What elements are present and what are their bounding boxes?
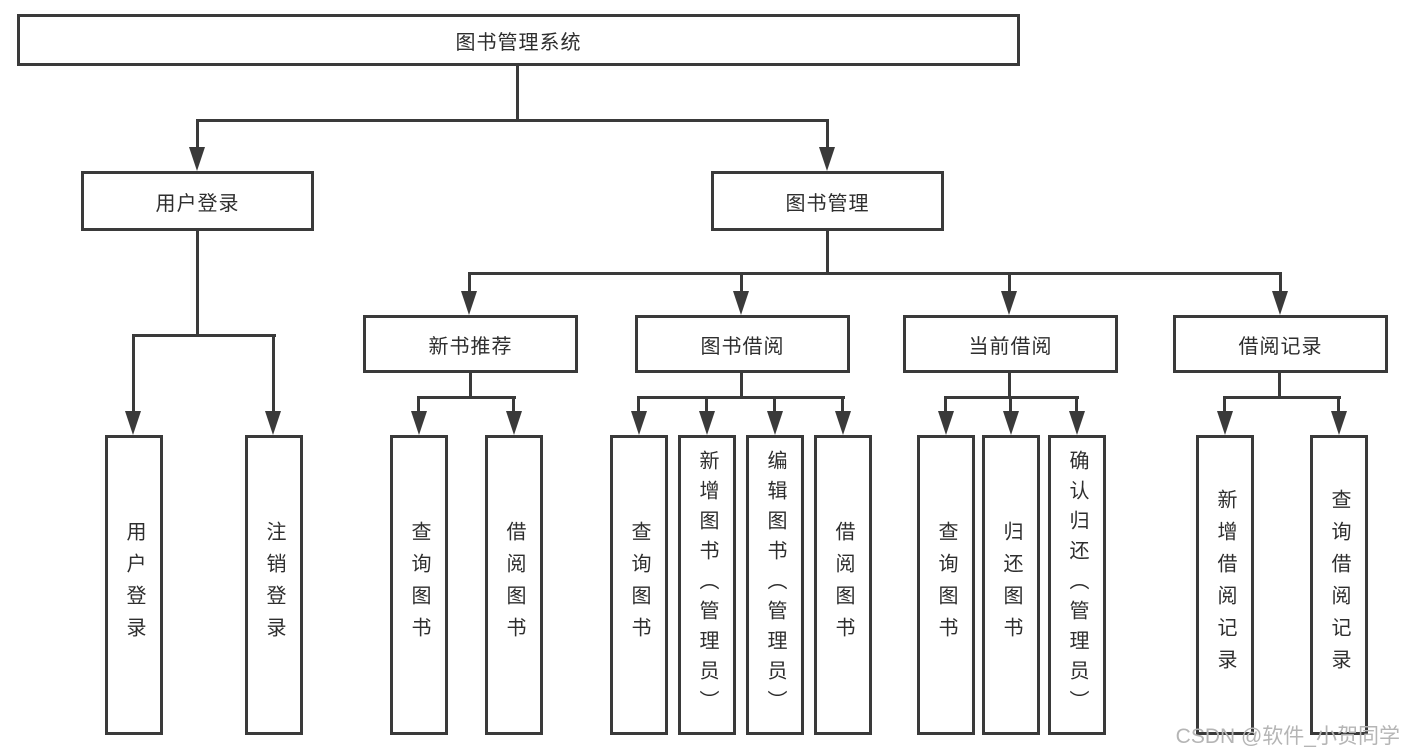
connector-book-mgmt-branch <box>468 272 1282 275</box>
node-book-borrow: 图书借阅 <box>635 315 850 373</box>
connector-drop-new-book-rec <box>468 272 471 297</box>
connector-book-borrow-branch <box>637 396 845 399</box>
arrowhead-borrow-book-rec <box>506 411 522 435</box>
arrowhead-borrow-book-borrow <box>835 411 851 435</box>
leaf-query-record: 查询借阅记录 <box>1310 435 1368 735</box>
arrowhead-query-record <box>1331 411 1347 435</box>
leaf-user-login-label: 用户登录 <box>123 521 145 649</box>
node-new-book-rec-label: 新书推荐 <box>428 335 513 358</box>
connector-user-login-branch <box>132 334 276 337</box>
node-book-mgmt-label: 图书管理 <box>785 192 870 215</box>
arrowhead-confirm-return <box>1069 411 1085 435</box>
arrowhead-user-login <box>189 147 205 171</box>
leaf-query-book-rec: 查询图书 <box>390 435 448 735</box>
leaf-edit-book: 编辑图书（管理员） <box>746 435 804 735</box>
connector-new-book-rec-branch <box>417 396 516 399</box>
connector-user-login-stem <box>196 231 199 337</box>
leaf-return-book: 归还图书 <box>982 435 1040 735</box>
leaf-add-record: 新增借阅记录 <box>1196 435 1254 735</box>
arrowhead-book-borrow <box>733 291 749 315</box>
arrowhead-leaf-logout <box>265 411 281 435</box>
connector-drop-confirm-return <box>1075 396 1078 416</box>
connector-book-mgmt-stem <box>826 231 829 275</box>
connector-new-book-rec-stem <box>469 373 472 399</box>
leaf-query-book-current-label: 查询图书 <box>935 521 957 649</box>
connector-drop-query-book-rec <box>417 396 420 416</box>
connector-drop-user-login <box>196 119 199 151</box>
leaf-confirm-return-label: 确认归还（管理员） <box>1066 450 1088 720</box>
connector-root-stem <box>516 66 519 121</box>
leaf-add-book: 新增图书（管理员） <box>678 435 736 735</box>
connector-drop-borrow-book-rec <box>512 396 515 416</box>
connector-drop-leaf-user-login <box>132 334 135 415</box>
connector-drop-add-record <box>1223 396 1226 416</box>
connector-drop-current-borrow <box>1008 272 1011 297</box>
leaf-query-book-current: 查询图书 <box>917 435 975 735</box>
leaf-add-record-label: 新增借阅记录 <box>1214 489 1236 681</box>
arrowhead-current-borrow <box>1001 291 1017 315</box>
leaf-query-book-borrow: 查询图书 <box>610 435 668 735</box>
arrowhead-edit-book <box>767 411 783 435</box>
node-borrow-records-label: 借阅记录 <box>1238 335 1323 358</box>
leaf-return-book-label: 归还图书 <box>1000 521 1022 649</box>
connector-root-branch <box>196 119 829 122</box>
connector-drop-leaf-logout <box>272 334 275 415</box>
leaf-query-record-label: 查询借阅记录 <box>1328 489 1350 681</box>
node-current-borrow: 当前借阅 <box>903 315 1118 373</box>
connector-drop-edit-book <box>773 396 776 416</box>
leaf-borrow-book-rec-label: 借阅图书 <box>503 521 525 649</box>
connector-borrow-records-branch <box>1223 396 1341 399</box>
arrowhead-query-book-rec <box>411 411 427 435</box>
connector-drop-return-book <box>1009 396 1012 416</box>
csdn-watermark: CSDN @软件_小贺同学 <box>1175 725 1400 747</box>
leaf-edit-book-label: 编辑图书（管理员） <box>764 450 786 720</box>
connector-drop-query-book-borrow <box>637 396 640 416</box>
node-book-borrow-label: 图书借阅 <box>700 335 785 358</box>
leaf-borrow-book-borrow-label: 借阅图书 <box>832 521 854 649</box>
leaf-user-login: 用户登录 <box>105 435 163 735</box>
node-root: 图书管理系统 <box>17 14 1020 66</box>
node-book-mgmt: 图书管理 <box>711 171 944 231</box>
arrowhead-borrow-records <box>1272 291 1288 315</box>
connector-drop-add-book <box>705 396 708 416</box>
leaf-query-book-rec-label: 查询图书 <box>408 521 430 649</box>
arrowhead-query-book-borrow <box>631 411 647 435</box>
leaf-confirm-return: 确认归还（管理员） <box>1048 435 1106 735</box>
leaf-borrow-book-rec: 借阅图书 <box>485 435 543 735</box>
connector-borrow-records-stem <box>1278 373 1281 399</box>
leaf-logout: 注销登录 <box>245 435 303 735</box>
connector-current-borrow-stem <box>1008 373 1011 399</box>
connector-drop-borrow-records <box>1279 272 1282 297</box>
arrowhead-new-book-rec <box>461 291 477 315</box>
arrowhead-query-book-current <box>938 411 954 435</box>
connector-drop-borrow-book-borrow <box>841 396 844 416</box>
arrowhead-leaf-user-login <box>125 411 141 435</box>
leaf-add-book-label: 新增图书（管理员） <box>696 450 718 720</box>
leaf-query-book-borrow-label: 查询图书 <box>628 521 650 649</box>
node-new-book-rec: 新书推荐 <box>363 315 578 373</box>
leaf-logout-label: 注销登录 <box>263 521 285 649</box>
connector-book-borrow-stem <box>740 373 743 399</box>
connector-drop-book-borrow <box>740 272 743 297</box>
node-current-borrow-label: 当前借阅 <box>968 335 1053 358</box>
arrowhead-add-book <box>699 411 715 435</box>
arrowhead-book-mgmt <box>819 147 835 171</box>
connector-drop-book-mgmt <box>826 119 829 151</box>
arrowhead-add-record <box>1217 411 1233 435</box>
connector-drop-query-book-current <box>944 396 947 416</box>
node-user-login: 用户登录 <box>81 171 314 231</box>
arrowhead-return-book <box>1003 411 1019 435</box>
node-user-login-label: 用户登录 <box>155 192 240 215</box>
node-borrow-records: 借阅记录 <box>1173 315 1388 373</box>
connector-drop-query-record <box>1337 396 1340 416</box>
leaf-borrow-book-borrow: 借阅图书 <box>814 435 872 735</box>
node-root-label: 图书管理系统 <box>455 31 582 54</box>
